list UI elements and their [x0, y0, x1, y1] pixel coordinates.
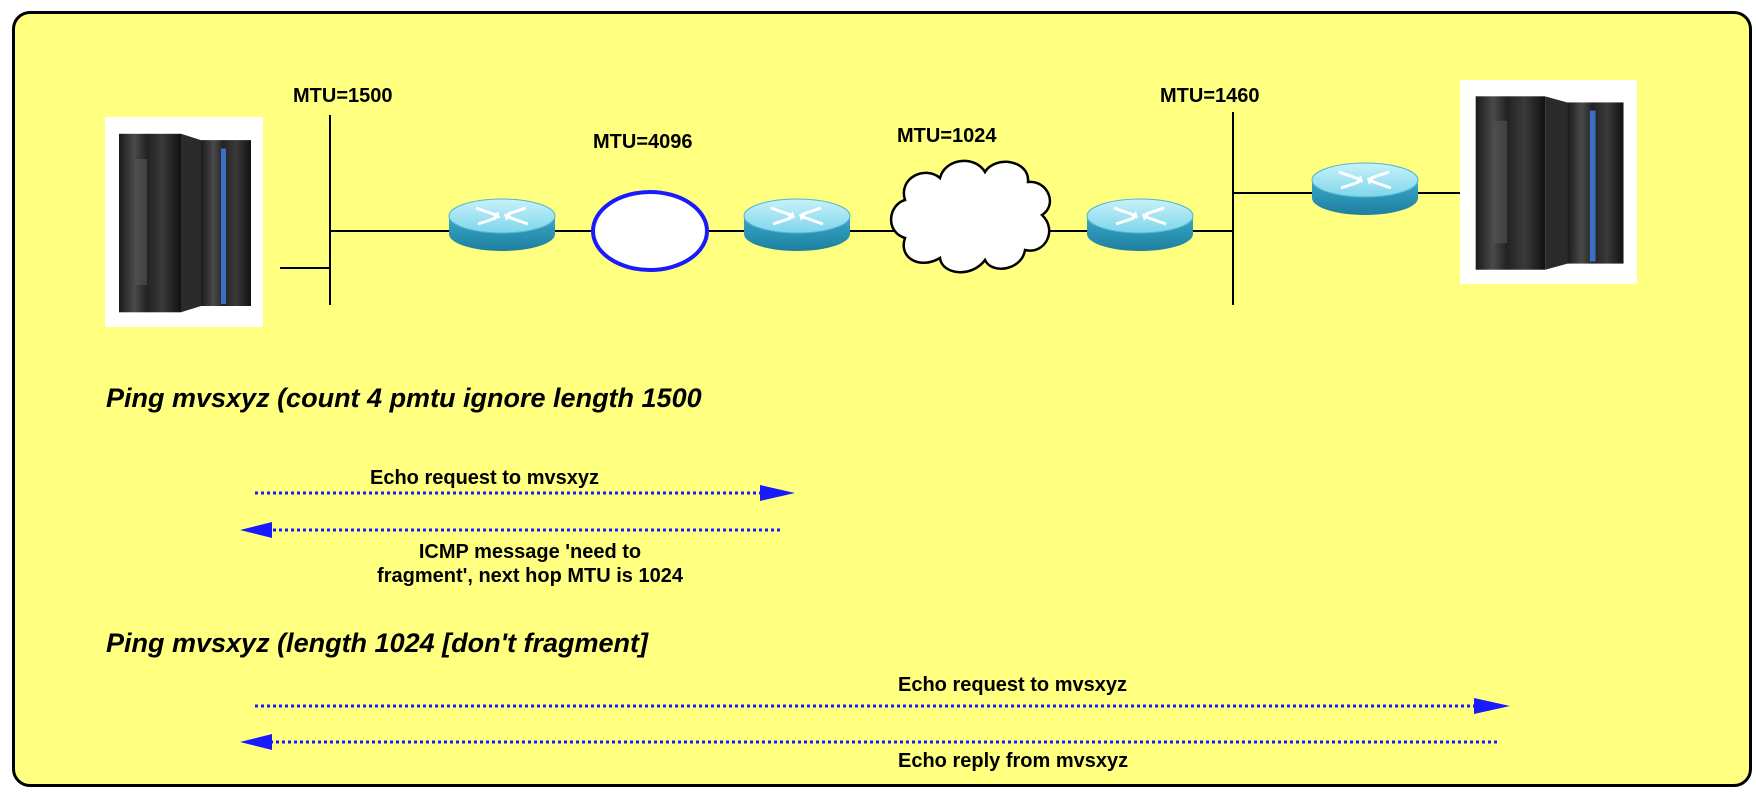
mtu-label-right-segment: MTU=1460: [1160, 85, 1260, 107]
echo-request-label-1: Echo request to mvsxyz: [370, 467, 599, 489]
arrowhead-left-icon: [240, 734, 272, 750]
token-ring-icon: [591, 190, 709, 272]
router-icon: [1085, 197, 1195, 253]
mtu-label-cloud: MTU=1024: [897, 125, 997, 147]
icmp-label-line-1: ICMP message 'need to: [418, 541, 642, 563]
router-icon: [447, 197, 557, 253]
mainframe-right-icon: [1460, 80, 1637, 284]
ping-command-pmtu: Ping mvsxyz (count 4 pmtu ignore length …: [106, 383, 702, 413]
echo-reply-label: Echo reply from mvsxyz: [898, 750, 1129, 772]
arrowhead-right-icon: [1474, 698, 1510, 714]
icmp-label-line-2: fragment', next hop MTU is 1024: [377, 565, 683, 587]
arrowhead-left-icon: [240, 522, 272, 538]
cloud-network-icon: [889, 159, 1052, 274]
router-icon: [742, 197, 852, 253]
icmp-need-fragment-label: ICMP message 'need to fragment', next ho…: [360, 540, 700, 588]
arrowhead-right-icon: [760, 485, 795, 501]
echo-request-label-2: Echo request to mvsxyz: [898, 674, 1127, 696]
mtu-label-left-segment: MTU=1500: [293, 85, 393, 107]
router-icon: [1310, 161, 1420, 217]
ping-command-dont-fragment: Ping mvsxyz (length 1024 [don't fragment…: [106, 628, 649, 658]
mainframe-left-icon: [105, 117, 263, 327]
mtu-label-token-ring: MTU=4096: [593, 131, 693, 153]
